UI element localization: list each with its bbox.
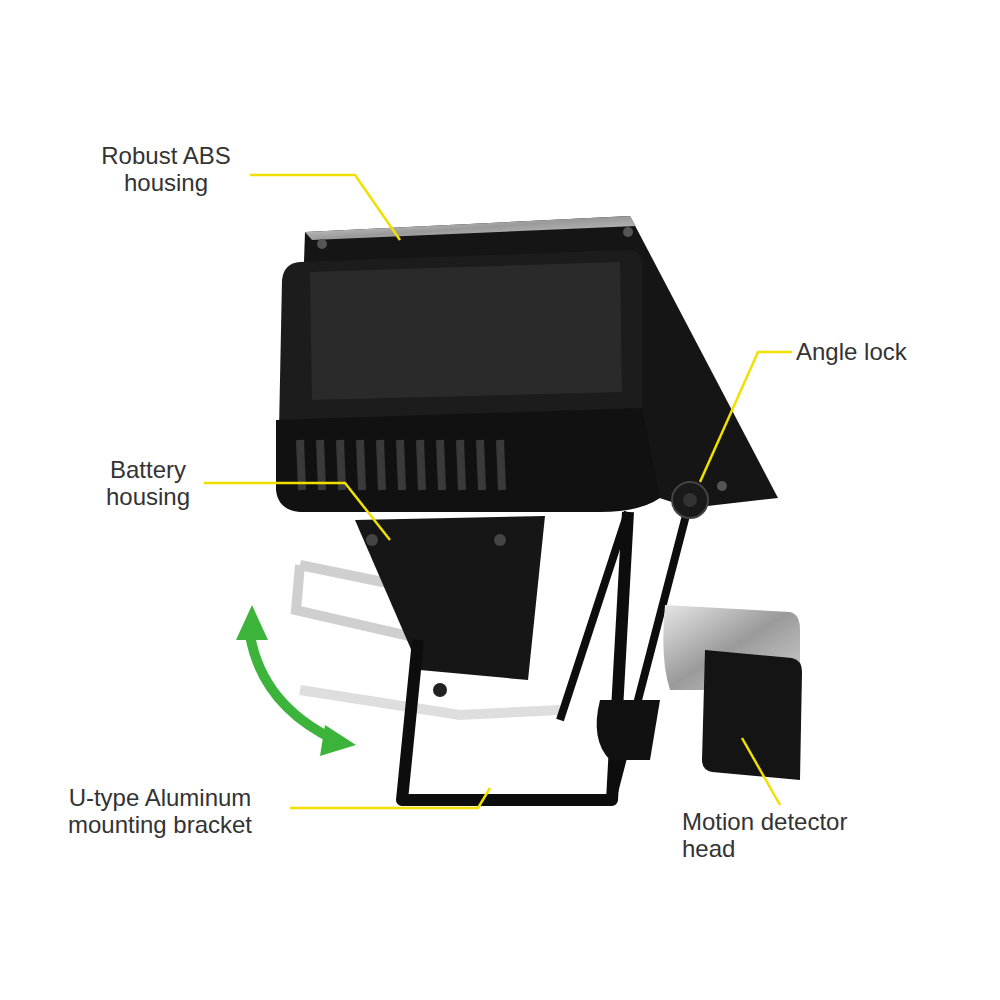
housing-face [310,262,622,400]
vent-section [276,408,660,512]
screw [433,683,447,697]
leader-lines [204,175,792,808]
rotation-arrow [250,635,335,740]
part-label: Angle lock [796,338,956,365]
screw [366,534,378,546]
part-label: Motion detector head [682,808,892,862]
part-label: Battery housing [92,456,204,510]
screw [494,534,506,546]
screw [317,239,327,249]
arrow-head [236,605,268,640]
sensor-face [702,650,802,780]
angle-lock-knob [672,482,708,518]
u-bracket [402,512,628,800]
part-label: Robust ABS housing [82,142,250,196]
sensor-joint [597,700,660,760]
arrow-head [320,725,356,756]
ghost-bracket [300,690,560,715]
panel-edge [305,216,636,240]
screw [717,481,727,491]
knob-center [683,493,697,507]
screw [623,227,633,237]
part-label: U-type Aluminum mounting bracket [30,784,290,838]
battery-housing [355,516,545,680]
